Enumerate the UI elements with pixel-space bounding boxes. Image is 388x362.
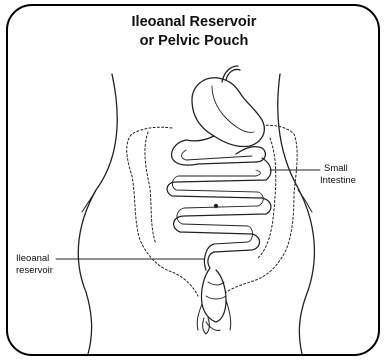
colon-left-dotted xyxy=(127,127,198,296)
small-intestine-loop-1-inner xyxy=(182,150,253,160)
label-ileoanal-reservoir-line-1: Ileoanal xyxy=(16,253,53,265)
esophagus xyxy=(226,69,240,80)
colon-left-inner-dotted xyxy=(145,132,156,244)
pylorus-outline xyxy=(186,136,214,141)
navel-mark xyxy=(203,318,210,334)
torso-left-contour xyxy=(78,74,117,354)
ileoanal-pouch xyxy=(197,268,231,331)
small-intestine-loop-2 xyxy=(167,158,271,252)
label-small-intestine-line-2: Intestine xyxy=(320,175,356,187)
stomach xyxy=(186,66,264,147)
small-intestine xyxy=(167,140,271,270)
ileum-descending xyxy=(204,244,214,270)
colon-right-dotted xyxy=(220,125,297,298)
pouch-body xyxy=(201,268,226,322)
label-ileoanal-reservoir: Ileoanal reservoir xyxy=(16,253,53,277)
label-ileoanal-reservoir-line-2: reservoir xyxy=(16,265,53,277)
label-small-intestine: Small Intestine xyxy=(324,163,356,187)
torso-left-crease xyxy=(82,190,96,212)
anal-canal xyxy=(206,322,220,331)
label-small-intestine-line-1: Small xyxy=(324,163,356,175)
torso-right-contour xyxy=(278,74,315,354)
stomach-body xyxy=(192,78,264,147)
intestine-dot xyxy=(214,204,218,208)
torso-right-crease xyxy=(298,190,312,212)
